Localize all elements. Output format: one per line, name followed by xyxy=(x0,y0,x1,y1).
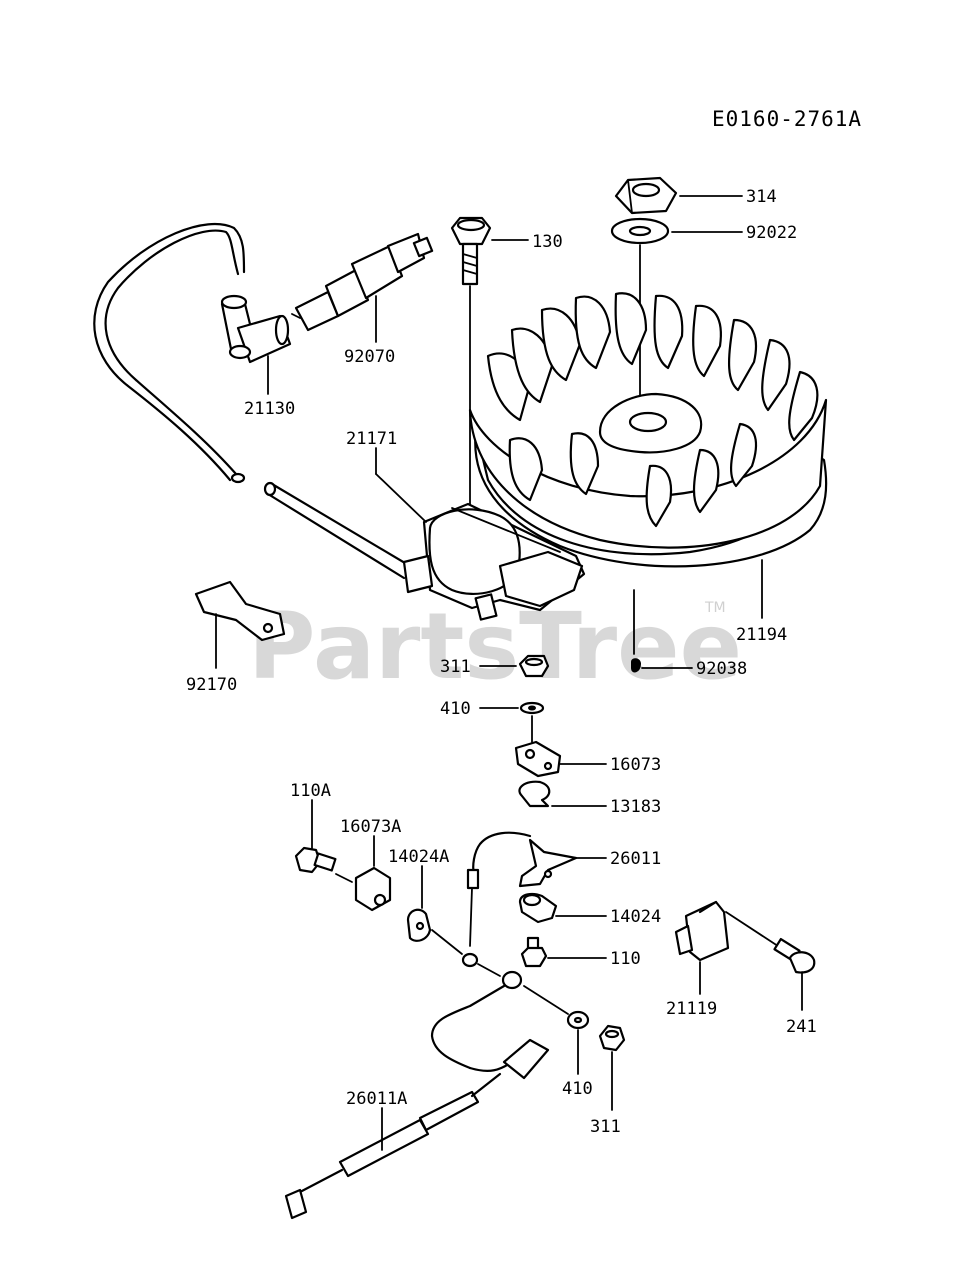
ignition-coil-21171[interactable] xyxy=(422,502,586,621)
axis-line-21119 xyxy=(725,911,785,951)
part-label-26011[interactable]: 26011 xyxy=(610,849,661,869)
spark-plug-92070[interactable] xyxy=(291,232,434,332)
part-label-110[interactable]: 110 xyxy=(610,949,641,969)
part-label-13183[interactable]: 13183 xyxy=(610,797,661,817)
clamp-14024[interactable] xyxy=(518,892,558,924)
bracket-16073[interactable] xyxy=(514,740,562,778)
part-label-21130[interactable]: 21130 xyxy=(244,399,295,419)
flywheel-fin xyxy=(729,422,758,488)
watermark-trademark: TM xyxy=(704,600,726,616)
clamp-14024A[interactable] xyxy=(406,908,432,942)
bracket-16073A[interactable] xyxy=(354,866,392,912)
stop-wire-terminal xyxy=(466,868,480,890)
coil-lead-lower xyxy=(266,492,406,580)
axis-line-14024A xyxy=(431,929,463,955)
flywheel-fin xyxy=(692,448,720,514)
part-label-130[interactable]: 130 xyxy=(532,232,563,252)
flywheel-fin xyxy=(727,318,758,392)
flywheel-fin xyxy=(540,307,582,382)
flywheel-fin xyxy=(653,294,684,370)
screw-110A[interactable] xyxy=(294,846,337,874)
wire-loop xyxy=(461,952,479,968)
nut-311-lower[interactable] xyxy=(598,1024,626,1052)
flywheel-fin xyxy=(645,464,673,528)
washer-410-lower[interactable] xyxy=(566,1010,590,1030)
leader-21171-d xyxy=(375,473,427,523)
washer-410-upper[interactable] xyxy=(519,701,545,715)
flywheel-fin xyxy=(761,338,791,412)
part-label-92022[interactable]: 92022 xyxy=(746,223,797,243)
flywheel-fin xyxy=(574,295,612,370)
part-label-110A[interactable]: 110A xyxy=(290,781,331,801)
nut-311-upper[interactable] xyxy=(518,654,550,678)
flywheel-fin xyxy=(508,437,544,502)
part-label-410-upper[interactable]: 410 xyxy=(440,699,471,719)
stop-plate-26011[interactable] xyxy=(518,838,578,888)
part-label-311-lower[interactable]: 311 xyxy=(590,1117,621,1137)
part-label-16073A[interactable]: 16073A xyxy=(340,817,401,837)
flywheel-fin xyxy=(510,327,554,404)
spring-washer-13183[interactable] xyxy=(518,780,551,808)
part-label-92038[interactable]: 92038 xyxy=(696,659,747,679)
clamp-92170[interactable] xyxy=(194,580,286,642)
plug-cap-21130[interactable] xyxy=(220,294,292,364)
part-label-16073[interactable]: 16073 xyxy=(610,755,661,775)
flywheel-fin xyxy=(569,432,600,496)
hex-nut-314[interactable] xyxy=(614,176,678,215)
screw-110[interactable] xyxy=(520,936,548,968)
ignition-lead-inner xyxy=(93,223,246,482)
flywheel-fin xyxy=(614,292,648,366)
bolt-130[interactable] xyxy=(450,216,492,286)
stop-wire xyxy=(472,831,532,876)
coil-lead-upper xyxy=(270,482,412,568)
part-label-21171[interactable]: 21171 xyxy=(346,429,397,449)
part-label-311-upper[interactable]: 311 xyxy=(440,657,471,677)
coil-lead-end xyxy=(263,481,277,497)
axis-line-110A xyxy=(335,873,353,883)
part-label-92170[interactable]: 92170 xyxy=(186,675,237,695)
axis-line-loop xyxy=(477,963,501,977)
part-label-21119[interactable]: 21119 xyxy=(666,999,717,1019)
coil-lead-boot xyxy=(402,554,434,594)
stop-wire-26011A[interactable] xyxy=(284,970,550,1220)
flywheel-fin xyxy=(692,304,722,378)
flywheel-bore xyxy=(628,411,668,433)
part-label-14024A[interactable]: 14024A xyxy=(388,847,449,867)
washer-92022[interactable] xyxy=(610,217,670,245)
stop-wire-lower xyxy=(469,887,473,947)
lead-end xyxy=(230,472,246,484)
diagram-code: E0160-2761A xyxy=(712,107,862,131)
part-label-314[interactable]: 314 xyxy=(746,187,777,207)
ignition-lead-outer xyxy=(104,229,240,476)
part-label-241[interactable]: 241 xyxy=(786,1017,817,1037)
flywheel-fin xyxy=(788,370,819,442)
flywheel-21194[interactable] xyxy=(468,292,828,568)
screw-241[interactable] xyxy=(773,937,816,974)
part-label-21194[interactable]: 21194 xyxy=(736,625,787,645)
switch-21119[interactable] xyxy=(674,900,730,962)
part-label-14024[interactable]: 14024 xyxy=(610,907,661,927)
part-label-92070[interactable]: 92070 xyxy=(344,347,395,367)
part-label-26011A[interactable]: 26011A xyxy=(346,1089,407,1109)
axis-line-410-lower xyxy=(523,985,569,1015)
part-label-410-lower[interactable]: 410 xyxy=(562,1079,593,1099)
key-92038[interactable] xyxy=(631,658,642,673)
